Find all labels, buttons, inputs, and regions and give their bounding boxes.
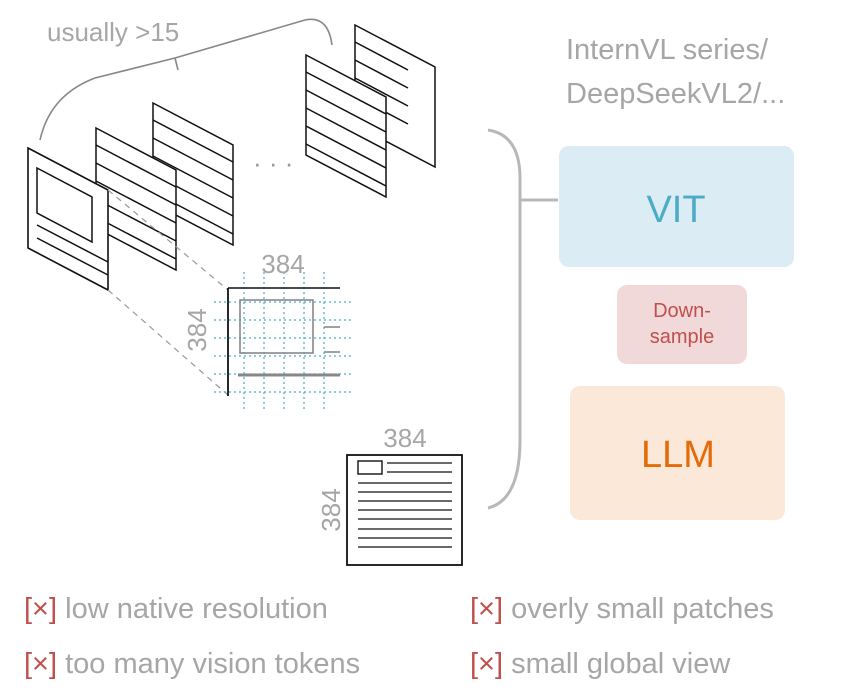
tile-height-label: 384 (182, 308, 212, 351)
downsample-label-line-1: Down- (653, 300, 711, 322)
downsample-label-line-2: sample (650, 326, 714, 348)
tile-back-1 (305, 53, 387, 199)
model-header-line-2: DeepSeekVL2/... (566, 78, 785, 110)
right-brace (487, 128, 558, 510)
usually-label: usually >15 (47, 17, 179, 47)
tile-width-label: 384 (261, 249, 304, 279)
tile-mid-1 (95, 126, 177, 272)
downsample-box (617, 285, 747, 364)
top-bracket-tick (174, 57, 179, 71)
top-bracket (39, 18, 333, 141)
vit-box (559, 146, 794, 267)
ellipsis-dots: · · · (253, 148, 293, 178)
tile-stack: · · · (27, 23, 436, 292)
model-header-line-1: InternVL series/ (566, 34, 769, 66)
thumb-width-label: 384 (383, 423, 426, 453)
global-thumbnail (346, 454, 463, 566)
patch-grid (214, 272, 354, 410)
zoom-projection (107, 189, 229, 396)
llm-box (570, 386, 785, 520)
vit-label: VIT (646, 189, 705, 231)
tile-front (27, 146, 109, 292)
zoomed-tile (214, 272, 354, 410)
thumb-height-label: 384 (316, 488, 346, 531)
llm-label: LLM (641, 434, 715, 476)
